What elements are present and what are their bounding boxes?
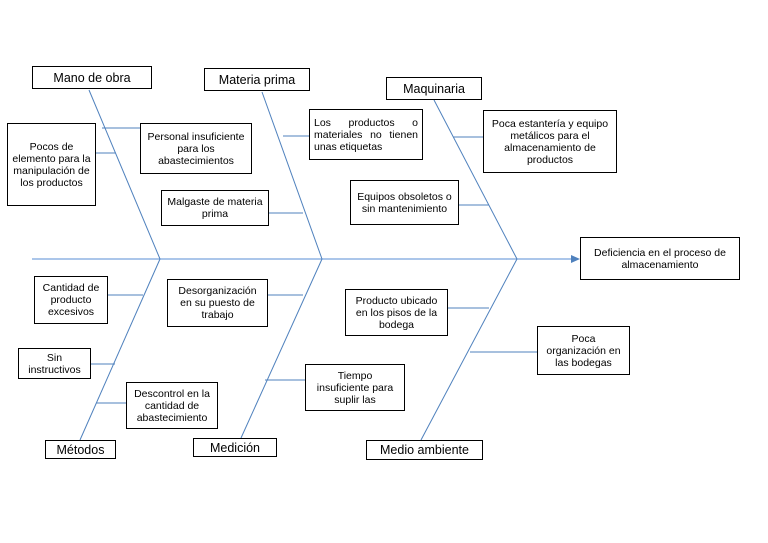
cause-materia-prima-2: Malgaste de materia prima xyxy=(161,190,269,226)
cause-medio-ambiente-1: Producto ubicado en los pisos de la bode… xyxy=(345,289,448,336)
category-mano-de-obra: Mano de obra xyxy=(32,66,152,89)
cause-maquinaria-2: Equipos obsoletos o sin mantenimiento xyxy=(350,180,459,225)
category-maquinaria: Maquinaria xyxy=(386,77,482,100)
bone-medio-ambiente xyxy=(420,258,518,441)
cause-medicion-2: Tiempo insuficiente para suplir las xyxy=(305,364,405,411)
bone-metodos xyxy=(79,258,161,441)
category-medio-ambiente: Medio ambiente xyxy=(366,440,483,460)
spine-arrowhead xyxy=(571,255,580,263)
bone-medicion xyxy=(240,258,323,439)
effect-box: Deficiencia en el proceso de almacenamie… xyxy=(580,237,740,280)
cause-mano-de-obra-1: Pocos de elemento para la manipulación d… xyxy=(7,123,96,206)
category-medicion: Medición xyxy=(193,438,277,457)
category-materia-prima: Materia prima xyxy=(204,68,310,91)
category-metodos: Métodos xyxy=(45,440,116,459)
bone-materia-prima xyxy=(261,91,323,260)
cause-metodos-2: Sin instructivos xyxy=(18,348,91,379)
cause-medio-ambiente-2: Poca organización en las bodegas xyxy=(537,326,630,375)
cause-materia-prima-1: Los productos o materiales no tienen una… xyxy=(309,109,423,160)
cause-maquinaria-1: Poca estantería y equipo metálicos para … xyxy=(483,110,617,173)
cause-mano-de-obra-2: Personal insuficiente para los abastecim… xyxy=(140,123,252,174)
bone-mano-de-obra xyxy=(88,89,161,260)
bone-maquinaria xyxy=(433,99,518,260)
cause-metodos-1: Cantidad de producto excesivos xyxy=(34,276,108,324)
cause-medicion-1: Desorganización en su puesto de trabajo xyxy=(167,279,268,327)
cause-metodos-3: Descontrol en la cantidad de abastecimie… xyxy=(126,382,218,429)
